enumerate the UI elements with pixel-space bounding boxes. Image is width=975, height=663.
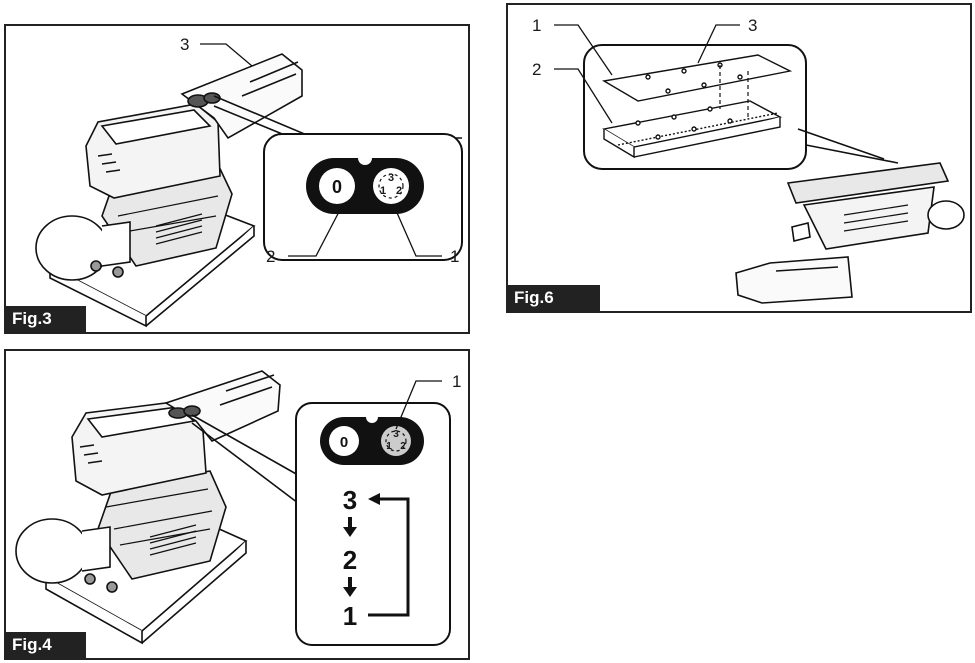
off-dial-circle bbox=[319, 168, 355, 204]
pad-illustration bbox=[602, 100, 783, 159]
fig3-callout-3: 3 bbox=[180, 35, 189, 54]
fig3-callout-1: 1 bbox=[450, 247, 459, 266]
figure-3-label: Fig.3 bbox=[6, 306, 86, 332]
fig4-dial-off-label: 0 bbox=[340, 434, 348, 451]
fig3-dial-speed-3: 3 bbox=[388, 172, 394, 184]
figure-3-drawing: 0 3 1 2 3 2 1 bbox=[35, 35, 463, 328]
figure-4-label: Fig.4 bbox=[6, 632, 86, 658]
fig6-callout-1: 1 bbox=[532, 16, 541, 35]
figure-6-drawing: 1 3 2 bbox=[532, 16, 965, 304]
figure-4-drawing: 0 3 1 2 3 2 1 1 bbox=[15, 370, 461, 646]
sequence-step-1: 1 bbox=[343, 601, 357, 631]
fig4-dial-speed-3: 3 bbox=[393, 429, 399, 440]
sequence-step-3: 3 bbox=[343, 485, 357, 515]
fig4-dial-speed-1: 1 bbox=[386, 441, 392, 452]
down-arrow-icon bbox=[343, 517, 357, 537]
fig4-callout-1: 1 bbox=[452, 372, 461, 391]
figure-3-panel: 0 3 1 2 3 2 1 Fig.3 bbox=[4, 24, 470, 334]
down-arrow-icon bbox=[343, 577, 357, 597]
fig3-dial-off-label: 0 bbox=[332, 177, 342, 197]
figure-6-label: Fig.6 bbox=[508, 285, 600, 311]
speed-dial-circle bbox=[373, 168, 409, 204]
return-arrow-icon bbox=[368, 497, 410, 617]
fig3-dial-speed-2: 2 bbox=[396, 185, 402, 197]
sander-illustration bbox=[15, 370, 281, 645]
sandpaper-illustration bbox=[601, 54, 793, 102]
fig4-dial-speed-2: 2 bbox=[400, 441, 406, 452]
sequence-step-2: 2 bbox=[343, 545, 357, 575]
fig3-callout-2: 2 bbox=[266, 247, 275, 266]
figure-6-panel: 1 3 2 Fig.6 bbox=[506, 3, 972, 313]
sander-illustration bbox=[35, 53, 303, 328]
fig3-dial-speed-1: 1 bbox=[380, 185, 386, 197]
switch-zoom-box bbox=[295, 402, 451, 646]
fig6-callout-2: 2 bbox=[532, 60, 541, 79]
sander-illustration bbox=[735, 162, 965, 304]
fig6-callout-3: 3 bbox=[748, 16, 757, 35]
figure-4-panel: 0 3 1 2 3 2 1 1 Fig.4 bbox=[4, 349, 470, 660]
